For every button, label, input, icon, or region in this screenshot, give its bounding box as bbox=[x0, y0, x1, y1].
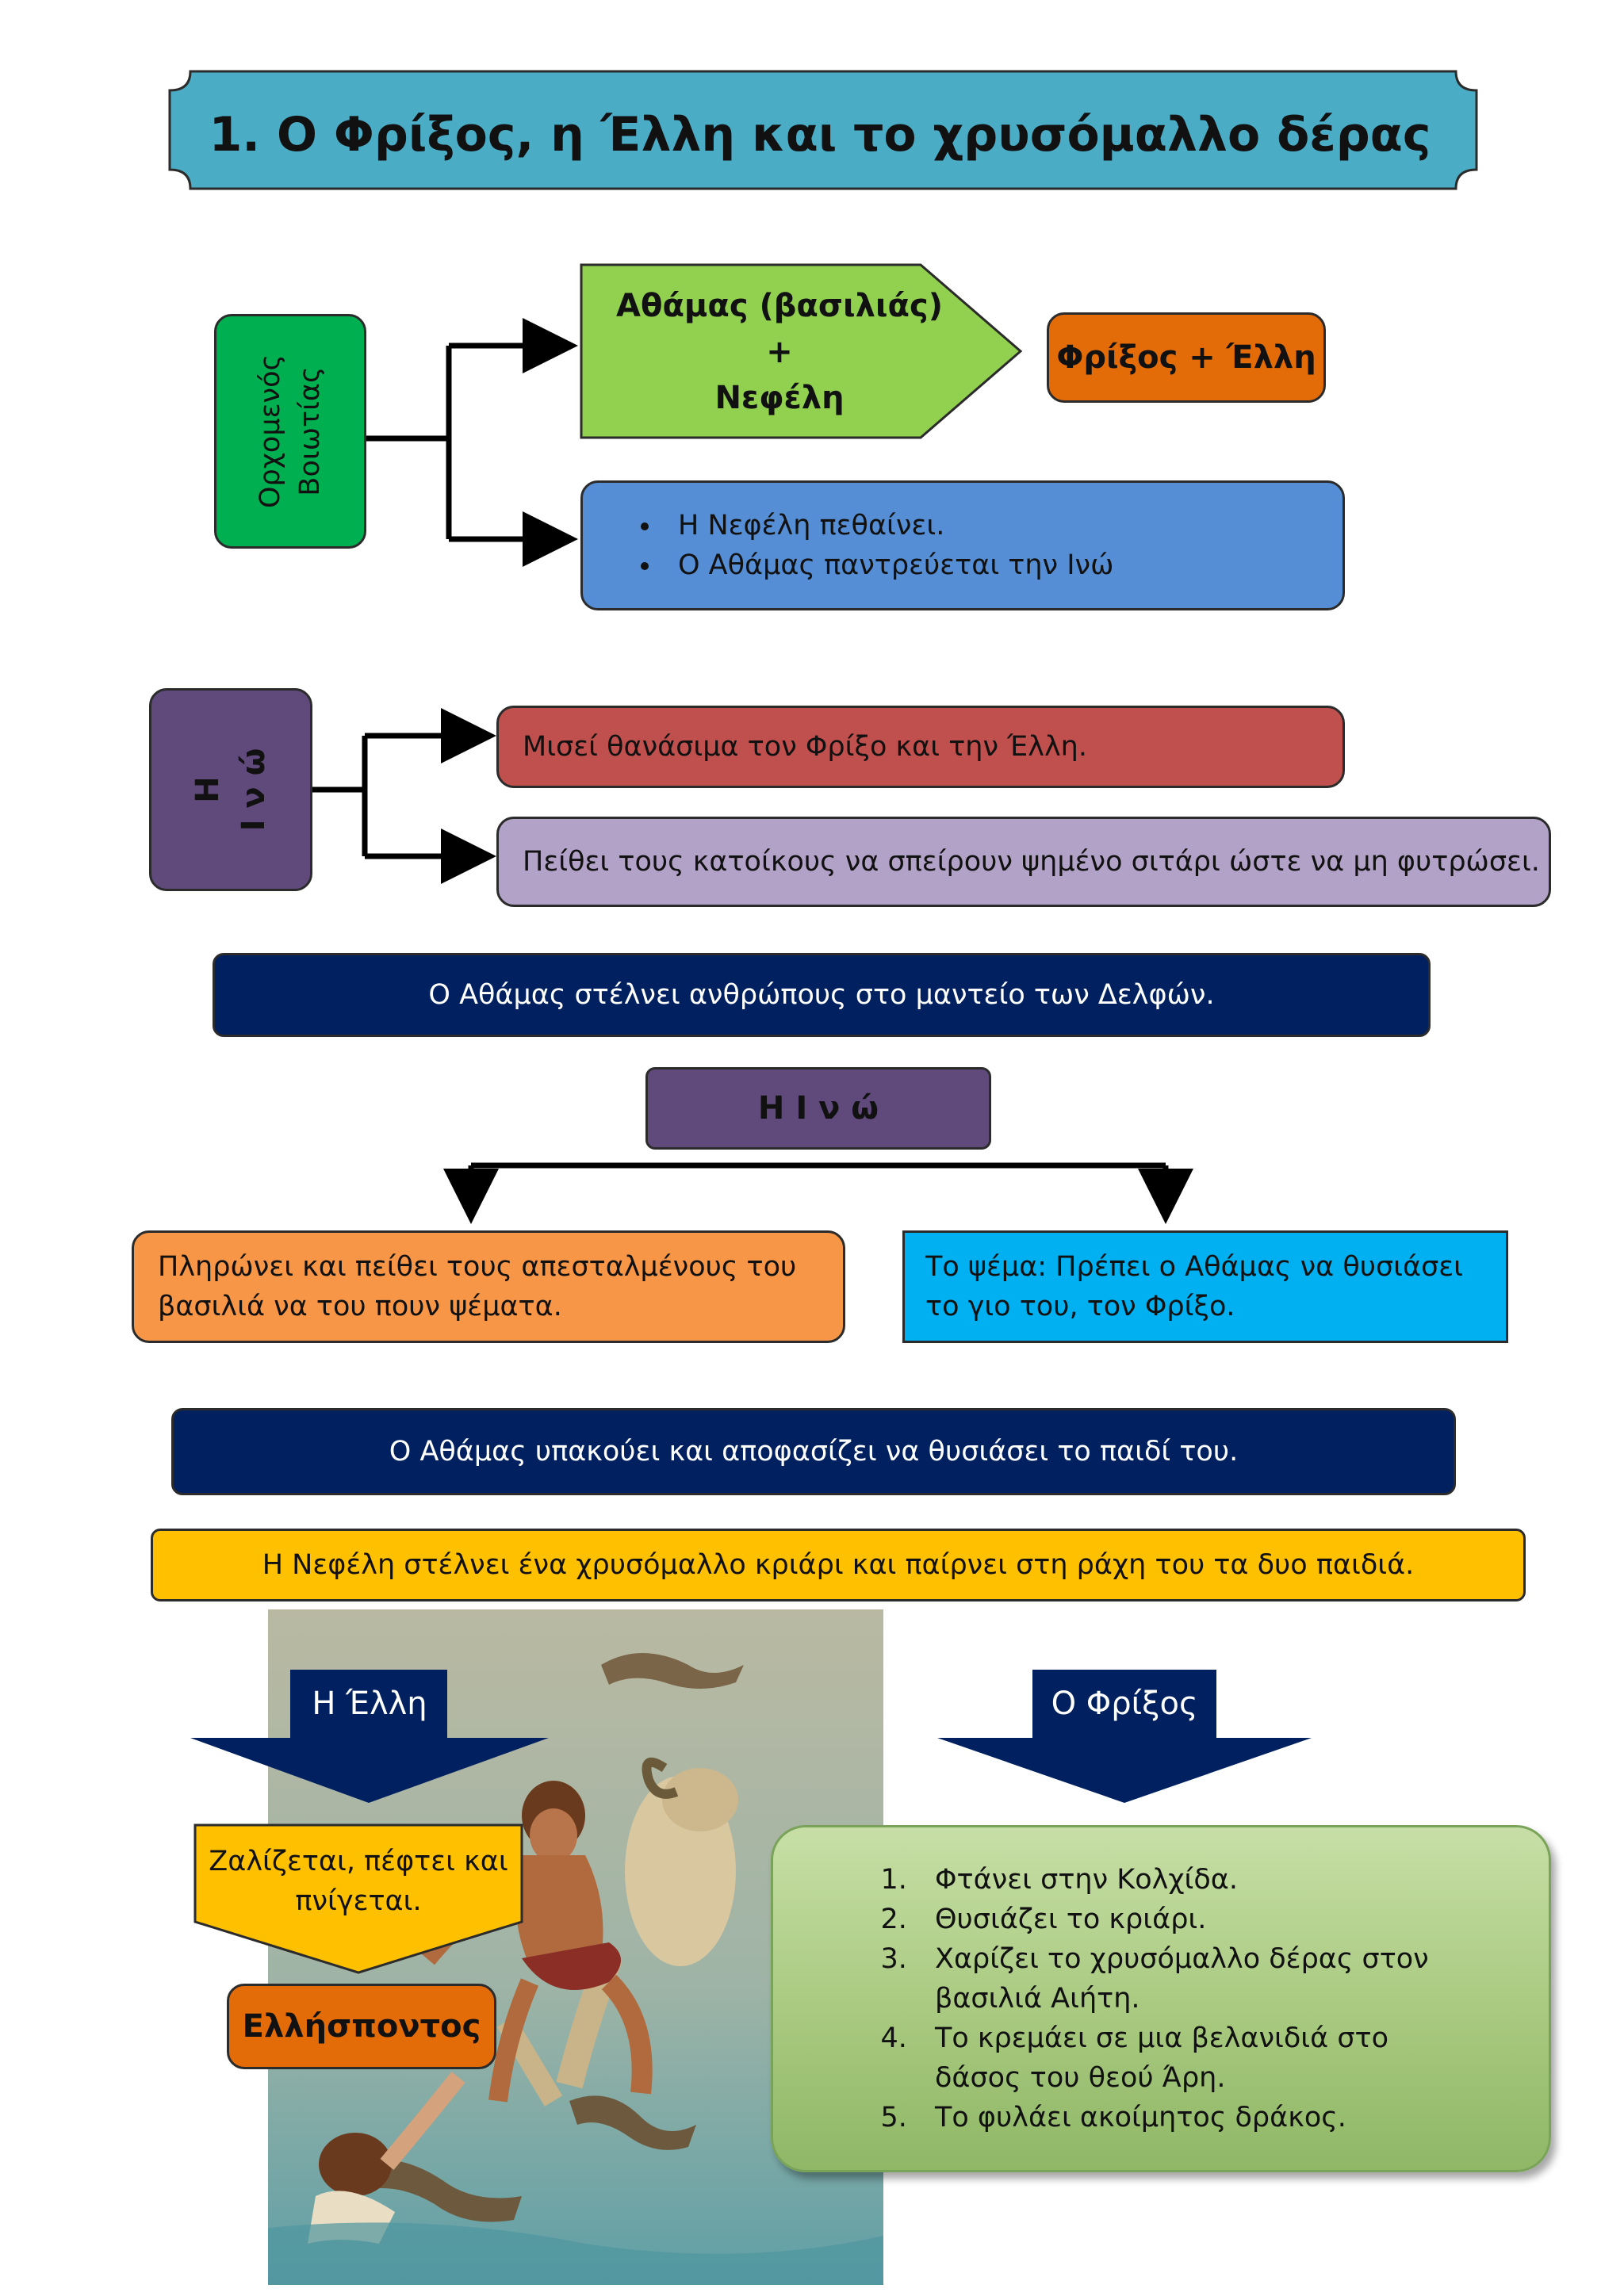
hate-box: Μισεί θανάσιμα τον Φρίξο και την Έλλη. bbox=[496, 706, 1345, 788]
parents-line1: Αθάμας (βασιλιάς) bbox=[616, 288, 943, 324]
children-box: Φρίξος + Έλλη bbox=[1047, 312, 1326, 403]
phrixus-label: Ο Φρίξος bbox=[1051, 1686, 1198, 1722]
phrixus-steps-list: Φτάνει στην Κολχίδα. Θυσιάζει το κριάρι.… bbox=[773, 1860, 1455, 2137]
helle-fate-text: Ζαλίζεται, πέφτει και πνίγεται. bbox=[209, 1846, 508, 1917]
parents-line3: Νεφέλη bbox=[714, 380, 845, 416]
persuade-text: Πείθει τους κατοίκους να σπείρουν ψημένο… bbox=[523, 846, 1540, 878]
bribe-box: Πληρώνει και πείθει τους απεσταλμένους τ… bbox=[132, 1230, 845, 1343]
bribe-text: Πληρώνει και πείθει τους απεσταλμένους τ… bbox=[158, 1251, 797, 1322]
connector-section2 bbox=[312, 708, 496, 884]
ram-box: Η Νεφέλη στέλνει ένα χρυσόμαλλο κριάρι κ… bbox=[151, 1529, 1526, 1601]
oracle-box: Ο Αθάμας στέλνει ανθρώπους στο μαντείο τ… bbox=[213, 953, 1431, 1037]
place-box: Ορχομενός Βοιωτίας bbox=[214, 314, 366, 549]
helle-arrow-shape bbox=[190, 1670, 549, 1803]
step-item: Θυσιάζει το κριάρι. bbox=[916, 1900, 1455, 1939]
persuade-box: Πείθει τους κατοίκους να σπείρουν ψημένο… bbox=[496, 817, 1551, 907]
ino-box: Η Ι ν ώ bbox=[645, 1067, 991, 1150]
ram-text: Η Νεφέλη στέλνει ένα χρυσόμαλλο κριάρι κ… bbox=[262, 1549, 1415, 1581]
parents-text: Αθάμας (βασιλιάς) + Νεφέλη bbox=[581, 270, 978, 434]
connector-section3 bbox=[443, 1162, 1193, 1224]
event-item: Η Νεφέλη πεθαίνει. bbox=[662, 506, 1113, 545]
step-item: Φτάνει στην Κολχίδα. bbox=[916, 1860, 1455, 1900]
title-banner bbox=[168, 70, 1478, 190]
parents-arrow-shape bbox=[580, 263, 1023, 439]
events-list: Η Νεφέλη πεθαίνει. Ο Αθάμας παντρεύεται … bbox=[583, 506, 1113, 585]
obey-box: Ο Αθάμας υπακούει και αποφασίζει να θυσι… bbox=[171, 1408, 1456, 1495]
ino-line1: Η bbox=[190, 776, 226, 803]
hate-text: Μισεί θανάσιμα τον Φρίξο και την Έλλη. bbox=[523, 731, 1087, 763]
connector-section1 bbox=[366, 318, 578, 567]
event-item: Ο Αθάμας παντρεύεται την Ινώ bbox=[662, 545, 1113, 585]
oracle-text: Ο Αθάμας στέλνει ανθρώπους στο μαντείο τ… bbox=[428, 979, 1215, 1011]
events-box: Η Νεφέλη πεθαίνει. Ο Αθάμας παντρεύεται … bbox=[580, 480, 1345, 610]
lie-box: Το ψέμα: Πρέπει ο Αθάμας να θυσιάσει το … bbox=[902, 1230, 1508, 1343]
phrixus-steps-box: Φτάνει στην Κολχίδα. Θυσιάζει το κριάρι.… bbox=[771, 1825, 1551, 2172]
phrixus-arrow-shape bbox=[937, 1670, 1312, 1803]
children-text: Φρίξος + Έλλη bbox=[1056, 339, 1316, 376]
helle-label: Η Έλλη bbox=[312, 1686, 427, 1722]
lie-text: Το ψέμα: Πρέπει ο Αθάμας να θυσιάσει το … bbox=[925, 1251, 1464, 1322]
place-line2: Βοιωτίας bbox=[294, 366, 326, 496]
hellespont-text: Ελλήσποντος bbox=[242, 2008, 481, 2045]
ino-line2: Ι ν ώ bbox=[236, 748, 272, 832]
step-item: Το φυλάει ακοίμητος δράκος. bbox=[916, 2098, 1455, 2137]
obey-text: Ο Αθάμας υπακούει και αποφασίζει να θυσι… bbox=[389, 1436, 1239, 1468]
page-title: 1. Ο Φρίξος, η Έλλη και το χρυσόμαλλο δέ… bbox=[209, 107, 1431, 163]
ino-text: Η Ι ν ώ bbox=[757, 1090, 879, 1127]
step-item: Χαρίζει το χρυσόμαλλο δέρας στον βασιλιά… bbox=[916, 1939, 1455, 2019]
parents-line2: + bbox=[766, 334, 793, 370]
ino-vertical-box: Η Ι ν ώ bbox=[149, 688, 312, 891]
hellespont-box: Ελλήσποντος bbox=[227, 1984, 496, 2069]
helle-fate-shape bbox=[193, 1823, 523, 1974]
place-line1: Ορχομενός bbox=[255, 354, 286, 509]
step-item: Το κρεμάει σε μια βελανιδιά στο δάσος το… bbox=[916, 2019, 1455, 2098]
